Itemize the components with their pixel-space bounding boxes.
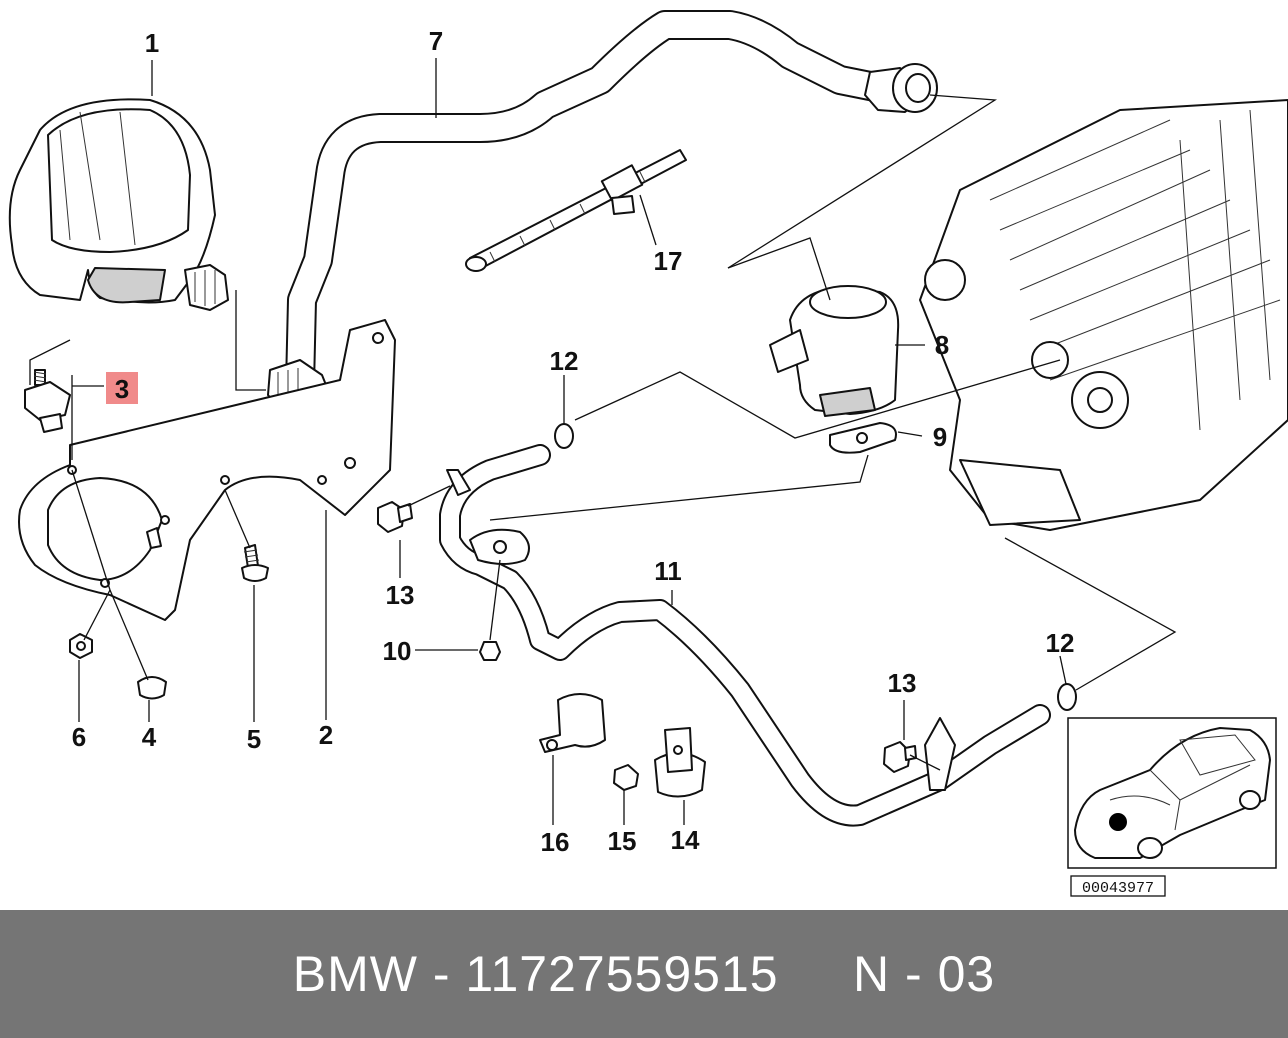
check-valve bbox=[769, 285, 900, 454]
reference-code: 00043977 bbox=[1082, 880, 1154, 897]
location-marker bbox=[1109, 813, 1127, 831]
callout-1: 1 bbox=[145, 28, 159, 58]
car-location-inset: 00043977 bbox=[1067, 717, 1277, 897]
callout-13-upper: 13 bbox=[386, 580, 415, 610]
callout-3-highlight bbox=[106, 372, 138, 404]
callout-8: 8 bbox=[935, 330, 949, 360]
callout-4: 4 bbox=[142, 722, 157, 752]
part-number-caption: BMW - 11727559515 N - 03 bbox=[292, 946, 996, 1002]
callout-17: 17 bbox=[654, 246, 683, 276]
leader-lines bbox=[29, 58, 1177, 825]
callout-6: 6 bbox=[72, 722, 86, 752]
callout-9: 9 bbox=[933, 422, 947, 452]
parts-diagram: 1 7 17 8 9 12 12 13 13 10 11 6 4 5 2 16 … bbox=[8, 10, 1288, 897]
callout-15: 15 bbox=[608, 826, 637, 856]
bracket bbox=[18, 319, 396, 621]
callout-14: 14 bbox=[671, 825, 700, 855]
engine-block bbox=[919, 99, 1288, 531]
callout-11: 11 bbox=[654, 556, 682, 586]
o-rings bbox=[554, 423, 1077, 711]
callout-3: 3 bbox=[115, 374, 129, 404]
callout-2: 2 bbox=[319, 720, 333, 750]
callout-12-lower: 12 bbox=[1046, 628, 1075, 658]
callouts: 1 7 17 8 9 12 12 13 13 10 11 6 4 5 2 16 … bbox=[72, 26, 1075, 857]
callout-5: 5 bbox=[247, 724, 261, 754]
air-hose bbox=[267, 10, 938, 411]
air-pipe bbox=[439, 444, 1051, 827]
callout-12-upper: 12 bbox=[550, 346, 579, 376]
footer-bar: BMW - 11727559515 N - 03 bbox=[0, 910, 1288, 1038]
pipe-clamps bbox=[539, 693, 706, 798]
callout-7: 7 bbox=[429, 26, 443, 56]
callout-10: 10 bbox=[383, 636, 412, 666]
rubber-mount bbox=[24, 369, 71, 433]
callout-13-lower: 13 bbox=[888, 668, 917, 698]
callout-16: 16 bbox=[541, 827, 570, 857]
air-pump bbox=[8, 98, 229, 311]
cable-tie bbox=[465, 149, 687, 272]
